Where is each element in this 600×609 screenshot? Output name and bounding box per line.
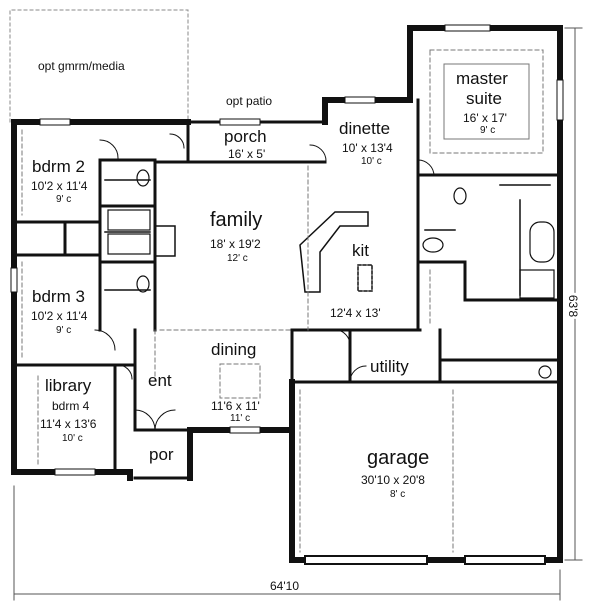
ceiling-trays xyxy=(21,49,544,553)
family-name: family xyxy=(210,209,263,231)
windows xyxy=(10,24,564,476)
master-name-line1: master xyxy=(456,69,508,88)
overall-depth-dimension: 63'8 xyxy=(566,292,581,320)
kitchen-name: kit xyxy=(352,241,369,260)
garage-doors xyxy=(304,555,546,565)
kitchen-size: 12'4 x 13' xyxy=(330,306,381,320)
master-ceiling: 9' c xyxy=(480,125,496,136)
family-ceiling: 12' c xyxy=(227,253,248,264)
porch-size: 16' x 5' xyxy=(228,147,266,161)
library-ceiling: 10' c xyxy=(62,433,83,444)
library-alt-name: bdrm 4 xyxy=(52,399,90,413)
dinette-ceiling: 10' c xyxy=(361,156,382,167)
utility-name: utility xyxy=(370,357,409,376)
dinette-size: 10' x 13'4 xyxy=(342,141,393,155)
dining-size: 11'6 x 11' xyxy=(211,399,260,413)
opt-gameroom-outline xyxy=(9,9,189,123)
opt-patio-label: opt patio xyxy=(226,94,273,108)
closet-partitions xyxy=(104,179,551,296)
bdrm3-size: 10'2 x 11'4 xyxy=(31,309,88,323)
bdrm2-ceiling: 9' c xyxy=(56,194,72,205)
opt-gameroom-label: opt gmrm/media xyxy=(38,59,125,73)
door-swings xyxy=(94,133,435,431)
library-name: library xyxy=(45,376,92,395)
master-name-line2: suite xyxy=(466,89,502,108)
interior-walls xyxy=(12,98,562,480)
garage-name: garage xyxy=(367,447,430,469)
garage-size: 30'10 x 20'8 xyxy=(361,473,425,487)
fireplace xyxy=(154,225,176,257)
bdrm3-ceiling: 9' c xyxy=(56,325,72,336)
library-size: 11'4 x 13'6 xyxy=(40,417,97,431)
overall-width-dimension: 64'10 xyxy=(268,579,301,593)
front-porch-name: por xyxy=(149,445,174,464)
family-size: 18' x 19'2 xyxy=(210,237,261,251)
dining-name: dining xyxy=(211,340,257,359)
kitchen-island xyxy=(299,211,373,293)
porch-name: porch xyxy=(224,127,267,146)
garage-ceiling: 8' c xyxy=(390,489,406,500)
bdrm2-size: 10'2 x 11'4 xyxy=(31,179,88,193)
dinette-name: dinette xyxy=(339,119,391,138)
bdrm2-name: bdrm 2 xyxy=(32,157,85,176)
dining-ceiling: 11' c xyxy=(230,413,251,424)
master-size: 16' x 17' xyxy=(463,111,507,125)
plumbing-fixtures xyxy=(107,169,555,379)
bdrm3-name: bdrm 3 xyxy=(32,287,85,306)
entry-name: ent xyxy=(148,371,172,390)
